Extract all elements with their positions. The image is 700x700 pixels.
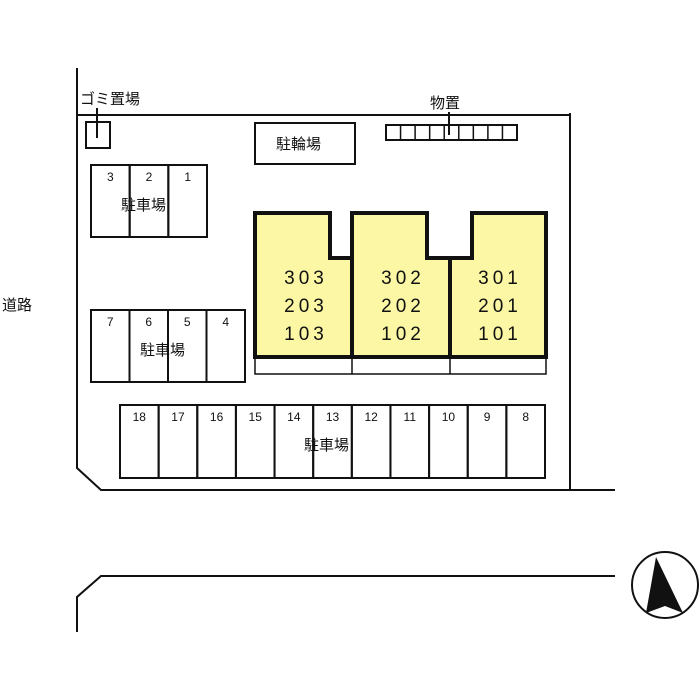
parking-lot: 7 6 5 4 bbox=[90, 309, 246, 383]
unit-number: 203 bbox=[284, 296, 328, 317]
parking-space-number: 11 bbox=[404, 410, 417, 424]
unit-number: 101 bbox=[478, 324, 522, 345]
parking-space-number: 7 bbox=[107, 315, 114, 329]
unit-number: 302 bbox=[381, 268, 425, 289]
parking-space-number: 3 bbox=[107, 170, 114, 184]
parking-label-1: 駐車場 bbox=[121, 196, 166, 214]
unit-number: 102 bbox=[381, 324, 425, 345]
road-edge bbox=[76, 575, 615, 632]
site-boundary-left bbox=[76, 68, 615, 491]
storage-label: 物置 bbox=[430, 94, 460, 112]
parking-space-number: 14 bbox=[287, 410, 301, 424]
parking-space-number: 17 bbox=[171, 410, 185, 424]
bicycle-parking-box bbox=[254, 122, 356, 165]
parking-space-number: 12 bbox=[364, 410, 378, 424]
parking-lot: 18 17 16 15 14 13 12 11 10 9 8 bbox=[119, 404, 547, 479]
building-balcony-strip bbox=[254, 356, 547, 375]
parking-label-3: 駐車場 bbox=[304, 436, 349, 454]
road-label: 道路 bbox=[2, 296, 32, 314]
parking-space-number: 6 bbox=[145, 315, 152, 329]
parking-space-number: 4 bbox=[222, 315, 229, 329]
parking-space-number: 9 bbox=[484, 410, 491, 424]
unit-number: 103 bbox=[284, 324, 328, 345]
apartment-building: 301 201 101 bbox=[448, 211, 548, 359]
unit-number: 303 bbox=[284, 268, 328, 289]
parking-label-2: 駐車場 bbox=[140, 341, 185, 359]
unit-number: 202 bbox=[381, 296, 425, 317]
parking-space-number: 1 bbox=[184, 170, 191, 184]
parking-lot: 3 2 1 bbox=[90, 164, 208, 238]
parking-space-number: 8 bbox=[522, 410, 529, 424]
apartment-building: 302 202 102 bbox=[350, 211, 452, 359]
north-arrow-icon bbox=[631, 551, 699, 619]
bicycle-parking-label: 駐輪場 bbox=[276, 135, 321, 153]
parking-space-number: 13 bbox=[326, 410, 340, 424]
unit-number: 301 bbox=[478, 268, 522, 289]
parking-space-number: 16 bbox=[210, 410, 224, 424]
unit-number: 201 bbox=[478, 296, 522, 317]
apartment-building: 303 203 103 bbox=[253, 211, 354, 359]
parking-space bbox=[205, 309, 246, 383]
parking-space bbox=[505, 404, 547, 479]
parking-space-number: 18 bbox=[133, 410, 147, 424]
storage-box bbox=[385, 124, 518, 141]
parking-space-number: 2 bbox=[146, 170, 153, 184]
garbage-label: ゴミ置場 bbox=[80, 90, 140, 108]
parking-space-number: 5 bbox=[184, 315, 191, 329]
parking-space-number: 15 bbox=[249, 410, 263, 424]
parking-space-number: 10 bbox=[442, 410, 456, 424]
parking-space bbox=[167, 164, 208, 238]
